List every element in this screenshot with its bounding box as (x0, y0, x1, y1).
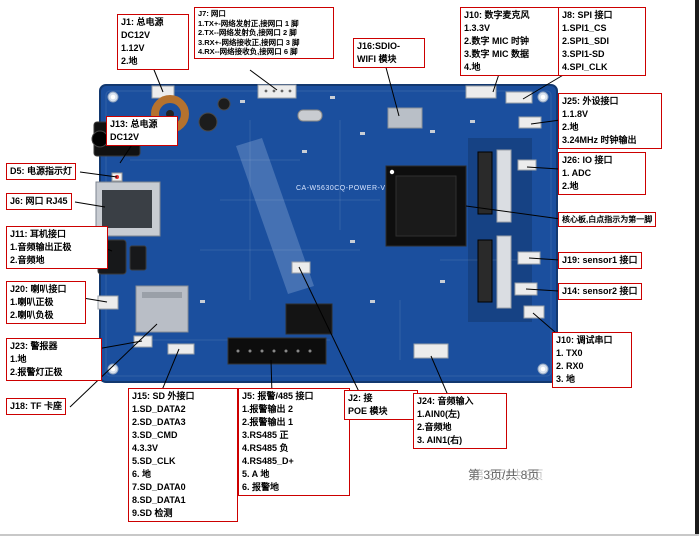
j23-alarm-connector (133, 335, 153, 348)
ribbon-reflection (236, 138, 314, 294)
page-number-footer: 第 3页/共 8页 (468, 468, 540, 482)
capacitor (198, 112, 218, 132)
pcb-components (91, 84, 545, 365)
leader-line-core (465, 205, 576, 222)
leader-line-j24 (430, 355, 451, 401)
j26-io-connector (517, 159, 537, 171)
callout-d5-power-led: D5: 电源指示灯 (6, 163, 77, 180)
callout-j14-sensor2: J14: sensor2 接口 (558, 283, 642, 300)
window-right-edge (695, 0, 699, 536)
callout-j16-sdio-wifi: J16:SDIO-WIFI 模块 (353, 38, 425, 68)
j7-ethernet-connector (257, 84, 297, 99)
board-to-board-connector-2 (496, 235, 512, 309)
main-soc-chip (385, 165, 467, 247)
board-to-board-connector-1 (496, 149, 512, 223)
audio-jack (129, 245, 147, 271)
j8-spi-connector (505, 91, 533, 104)
debug-uart-connector (523, 305, 545, 319)
callout-j6-rj45: J6: 网口 RJ45 (6, 193, 72, 210)
leader-line-j2 (298, 266, 363, 399)
leader-line-j6 (74, 201, 106, 208)
j10-mic-connector (465, 85, 497, 99)
pin1-dot (389, 169, 395, 175)
j20-speaker-connector (97, 295, 119, 310)
callout-j18-tf-card: J18: TF 卡座 (6, 398, 67, 415)
mounting-holes (107, 91, 549, 375)
j25-peripheral-connector (518, 116, 542, 129)
bottom-header-connector (227, 337, 327, 365)
callout-core-board-note: 核心板,白点指示为第一脚 (558, 212, 657, 227)
leader-line-j18 (69, 323, 158, 408)
crystal-oscillator (297, 109, 323, 122)
header-row-1 (477, 151, 493, 215)
rj45-opening (102, 190, 152, 228)
j15-sd-connector (167, 343, 195, 355)
smd-components (200, 96, 475, 303)
silkscreen-model-text: CA-W5630CQ-POWER-V1 (296, 185, 390, 192)
leader-line-j16 (383, 59, 400, 117)
memory-chip (285, 303, 333, 335)
tf-slot-opening (142, 292, 182, 298)
callout-j19-sensor1: J19: sensor1 接口 (558, 252, 642, 269)
j2-poe-connector (291, 261, 311, 274)
capacitor (217, 97, 231, 111)
window-bottom-edge (0, 534, 699, 536)
leader-line-j15 (159, 348, 180, 396)
leader-line-d5 (79, 171, 118, 178)
sdio-wifi-module (387, 107, 423, 129)
j24-audio-connector (413, 343, 449, 359)
leader-line-j7 (249, 69, 278, 91)
header-row-2 (477, 239, 493, 303)
